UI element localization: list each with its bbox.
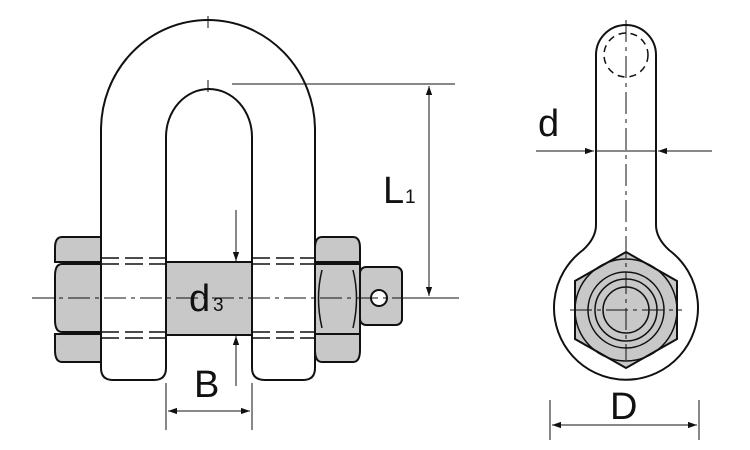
left-bolt-head: [54, 236, 102, 363]
dimension-B: [165, 383, 253, 430]
front-centerlines: [32, 16, 460, 299]
shackle-side-view: [553, 20, 699, 381]
right-nut: [314, 236, 361, 363]
label-d3-subscript: 3: [213, 295, 224, 316]
dimension-D: [549, 400, 700, 440]
label-B: B: [194, 364, 219, 406]
label-d3: d: [189, 278, 210, 320]
hidden-bow-section: [603, 32, 649, 78]
shackle-bow: [100, 19, 316, 381]
pin-hidden-edges: [101, 257, 315, 339]
label-L1-subscript: 1: [405, 187, 416, 208]
label-D: D: [610, 386, 637, 428]
label-L1: L: [383, 170, 404, 212]
label-d: d: [538, 103, 559, 145]
pin-body: [165, 261, 253, 336]
shackle-front-view: [32, 16, 460, 381]
dimension-L1: [232, 83, 455, 299]
